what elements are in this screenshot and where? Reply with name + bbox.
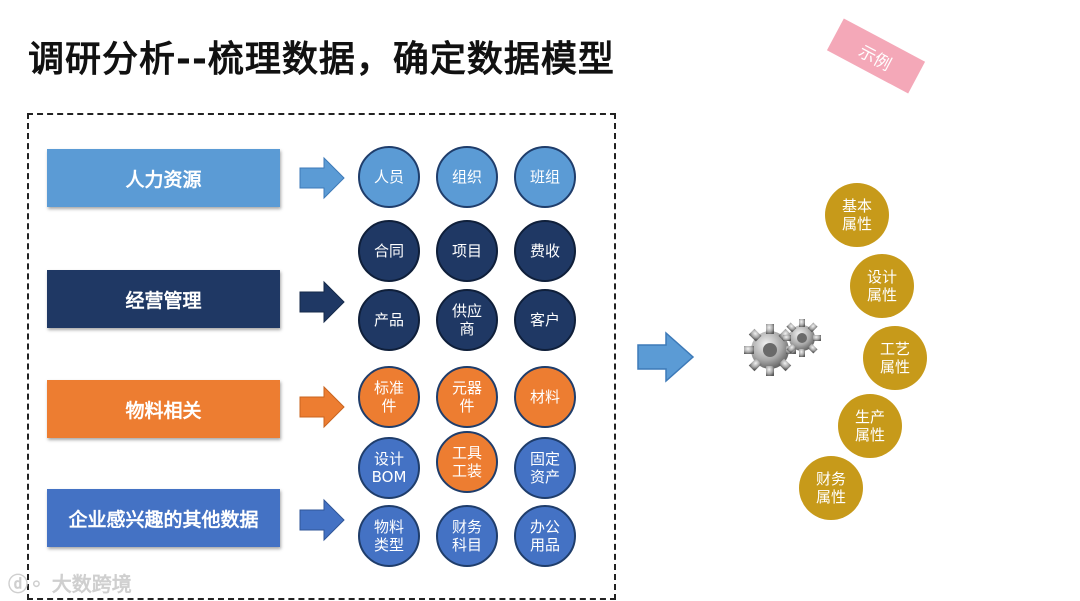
watermark-logo-icon: ⓓ⚬ (8, 572, 52, 596)
node-account-subject: 财务 科目 (436, 505, 498, 567)
node-material-type: 物料 类型 (358, 505, 420, 567)
node-design-bom: 设计 BOM (358, 437, 420, 499)
arrow-right-icon (299, 280, 345, 324)
node-material: 材料 (514, 366, 576, 428)
example-stamp: 示例 (826, 18, 926, 94)
gears-icon (744, 319, 821, 376)
node-tooling: 工具 工装 (436, 431, 498, 493)
arrow-right-icon (299, 498, 345, 542)
node-standard-part: 标准 件 (358, 366, 420, 428)
arrow-right-icon (299, 385, 345, 429)
attribute-basic: 基本 属性 (825, 183, 889, 247)
page-title: 调研分析--梳理数据，确定数据模型 (28, 39, 615, 80)
attribute-process: 工艺 属性 (863, 326, 927, 390)
node-contract: 合同 (358, 220, 420, 282)
node-organization: 组织 (436, 146, 498, 208)
attribute-design: 设计 属性 (850, 254, 914, 318)
category-other: 企业感兴趣的其他数据 (47, 489, 280, 547)
attribute-production: 生产 属性 (838, 394, 902, 458)
category-hr: 人力资源 (47, 149, 280, 207)
watermark: ⓓ⚬ 大数跨境 (8, 572, 132, 596)
node-supplier: 供应 商 (436, 289, 498, 351)
node-component: 元器 件 (436, 366, 498, 428)
arrow-right-icon (299, 156, 345, 200)
attribute-finance: 财务 属性 (799, 456, 863, 520)
node-project: 项目 (436, 220, 498, 282)
category-material: 物料相关 (47, 380, 280, 438)
node-fees: 费收 (514, 220, 576, 282)
node-team: 班组 (514, 146, 576, 208)
node-office-supplies: 办公 用品 (514, 505, 576, 567)
category-management: 经营管理 (47, 270, 280, 328)
node-customer: 客户 (514, 289, 576, 351)
node-fixed-assets: 固定 资产 (514, 437, 576, 499)
node-product: 产品 (358, 289, 420, 351)
arrow-right-icon (637, 331, 695, 383)
data-classification-box (27, 113, 616, 600)
node-personnel: 人员 (358, 146, 420, 208)
